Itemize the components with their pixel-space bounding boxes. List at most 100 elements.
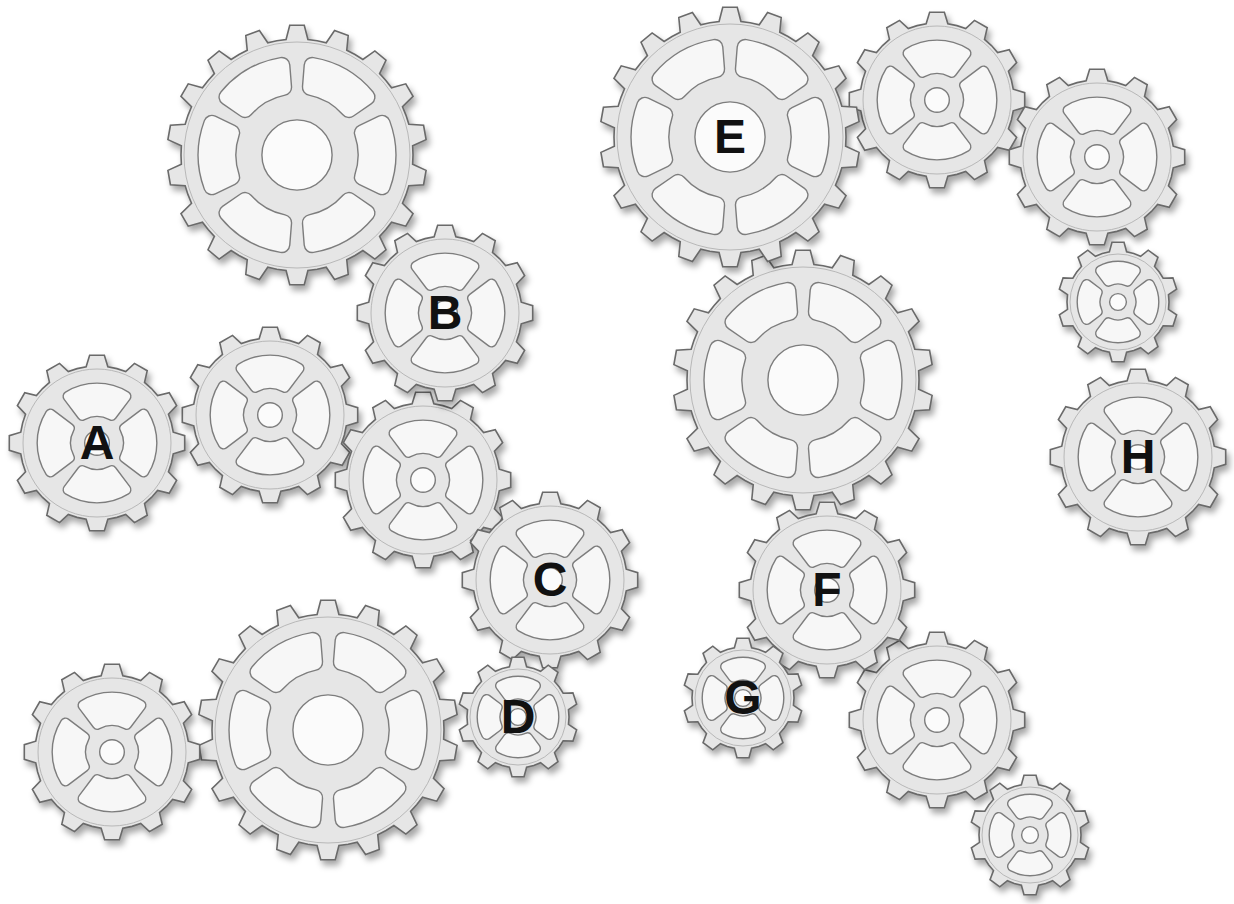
gear [849, 12, 1024, 187]
plain-gear [182, 327, 357, 502]
gear-letter: F [812, 566, 841, 614]
gear-window [229, 690, 270, 769]
gear-rim-line [863, 26, 1011, 174]
gear-window [1096, 261, 1141, 286]
gear-window [1008, 794, 1053, 819]
gear-window [759, 676, 784, 721]
gear-window [725, 282, 797, 342]
gear-window [52, 718, 89, 786]
gear-letter: D [501, 693, 536, 741]
gear [462, 492, 637, 667]
plain-gear [674, 250, 932, 510]
gear-window [573, 546, 610, 614]
gear-hole [258, 403, 283, 428]
gear-window [293, 381, 330, 449]
gear-label-holder: E [600, 7, 860, 267]
gear [684, 638, 801, 757]
gear-window [63, 383, 131, 420]
gear-label-holder: D [458, 657, 578, 777]
gear-outline [1050, 369, 1225, 544]
gear-window [652, 175, 724, 235]
gear-outline [849, 12, 1024, 187]
gear-rim-line [476, 506, 624, 654]
gear-rim-line [690, 267, 916, 493]
gear-outline [462, 492, 637, 667]
gear-outline [9, 355, 184, 530]
gear-letter: E [714, 113, 746, 161]
gear-rim-line [863, 646, 1011, 794]
gear-hole [100, 740, 125, 765]
gear-window [78, 692, 146, 729]
gear-window [960, 66, 997, 134]
gear-window [363, 446, 400, 514]
gear-window [389, 503, 457, 540]
gear-window [477, 695, 502, 740]
gear [199, 600, 457, 860]
gear [9, 355, 184, 530]
gear-window [1120, 123, 1157, 191]
gear-rim-line [1070, 254, 1166, 350]
gear [24, 664, 199, 839]
gear [182, 327, 357, 502]
gear-window [735, 175, 807, 235]
gear-rim-line [349, 406, 497, 554]
gear-window [1134, 280, 1159, 325]
gear-window [767, 556, 804, 624]
gear-window [1096, 318, 1141, 343]
gear-window [219, 193, 291, 253]
gear-window [903, 123, 971, 160]
gear-window [1063, 97, 1131, 134]
gear-label-holder: A [9, 355, 185, 531]
gear-hole [925, 88, 950, 113]
gear-rim-line [470, 669, 566, 765]
gear-rim-line [38, 678, 186, 826]
gear-window [787, 97, 828, 176]
gear-window [120, 409, 157, 477]
gear-outline [684, 638, 801, 757]
gear-window [250, 632, 322, 692]
gear-letter: G [724, 674, 761, 722]
gear-rim-line [215, 617, 441, 843]
gear-window [960, 686, 997, 754]
gear-window [411, 253, 479, 290]
gear-window [302, 193, 374, 253]
gear-window [860, 340, 901, 419]
labeled-gear: E [600, 7, 860, 267]
gear-hole [1085, 145, 1110, 170]
gear-window [37, 409, 74, 477]
gear [168, 25, 426, 285]
gear-window [989, 813, 1014, 858]
gear-window [354, 115, 395, 194]
gear-window [702, 676, 727, 721]
gear-rim-line [196, 341, 344, 489]
gear-window [468, 279, 505, 347]
labeled-gear: B [357, 225, 533, 401]
plain-gear [849, 12, 1024, 187]
plain-gear [24, 664, 199, 839]
gear-window [725, 418, 797, 478]
gear-outline [357, 225, 532, 400]
gear-letter: B [428, 289, 463, 337]
gear-hole [262, 120, 332, 190]
labeled-gear: G [683, 638, 803, 758]
gear-rim-line [23, 369, 171, 517]
gear-window [1008, 851, 1053, 876]
gear-window [78, 775, 146, 812]
gear-outline [182, 327, 357, 502]
gear-window [302, 57, 374, 117]
gear-window [490, 546, 527, 614]
plain-gear [1009, 69, 1184, 244]
gear-rim-line [753, 516, 901, 664]
gear-window [1104, 480, 1172, 517]
gear [357, 225, 532, 400]
gear-window [652, 39, 724, 99]
gear-window [198, 115, 239, 194]
gear-window [1078, 423, 1115, 491]
gear-window [236, 438, 304, 475]
gear-letter: C [533, 556, 568, 604]
gear-outline [199, 600, 457, 860]
gear-hole [695, 102, 765, 172]
gear-rim-line [1023, 83, 1171, 231]
gear-window [385, 690, 426, 769]
labeled-gear: C [462, 492, 638, 668]
